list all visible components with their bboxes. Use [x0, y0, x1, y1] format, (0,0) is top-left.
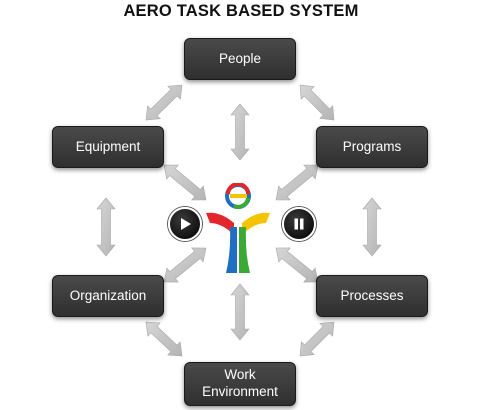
arrow-people-programs [299, 84, 335, 121]
pause-icon [294, 218, 304, 230]
arrow-equipment-center [163, 164, 207, 201]
pause-button[interactable] [282, 207, 316, 241]
arrow-people-center [230, 103, 250, 161]
programs-box[interactable]: Programs [316, 126, 428, 168]
people-box[interactable]: People [184, 38, 296, 80]
arrow-people-equipment [145, 84, 183, 121]
arrow-center-work [230, 283, 250, 341]
organization-box[interactable]: Organization [52, 275, 164, 317]
arrow-programs-processes [362, 197, 382, 257]
arrow-programs-center [275, 164, 319, 201]
equipment-label: Equipment [75, 138, 141, 154]
equipment-box[interactable]: Equipment [52, 126, 164, 168]
processes-box[interactable]: Processes [316, 275, 428, 317]
processes-label: Processes [340, 287, 404, 303]
people-label: People [218, 50, 262, 66]
programs-label: Programs [342, 138, 402, 154]
arrow-equipment-organization [96, 197, 116, 257]
work-environment-label: Work Environment [202, 367, 278, 399]
arrow-processes-center [275, 247, 319, 283]
arrow-processes-work [299, 321, 335, 357]
arrow-organization-center [163, 247, 207, 283]
arrow-organization-work [145, 321, 183, 357]
diagram-title: AERO TASK BASED SYSTEM [123, 2, 359, 20]
work-environment-box[interactable]: Work Environment [184, 362, 296, 406]
organization-label: Organization [69, 287, 147, 303]
play-icon [181, 218, 191, 230]
play-button[interactable] [168, 207, 202, 241]
e-logo-figure-icon [206, 183, 270, 273]
